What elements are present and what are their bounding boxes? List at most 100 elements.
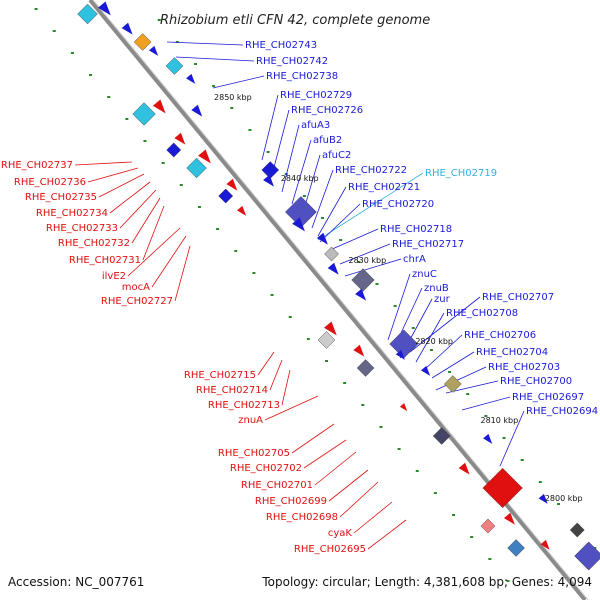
gene-arrow — [355, 288, 367, 301]
left-gene-labels: RHE_CH02737RHE_CH02736RHE_CH02735RHE_CH0… — [1, 160, 366, 555]
tick-dot — [193, 63, 197, 65]
gene-label-right: RHE_CH02703 — [488, 362, 560, 373]
label-connector — [435, 366, 487, 391]
label-connector — [261, 94, 279, 161]
gene-arrow — [149, 45, 159, 56]
gene-feature — [432, 427, 451, 445]
tick-dot — [288, 316, 292, 318]
gene-label-right: RHE_CH02706 — [464, 330, 536, 341]
label-connector — [109, 181, 151, 214]
gene-label-right: RHE_CH02707 — [482, 292, 554, 303]
gene-arrow — [198, 149, 211, 164]
gene-label-left: RHE_CH02737 — [1, 160, 73, 171]
tick-dot — [448, 371, 452, 373]
label-connector — [175, 56, 255, 62]
label-connector — [142, 205, 165, 261]
tick-dot — [216, 228, 220, 230]
gene-label-left: RHE_CH02736 — [14, 177, 86, 188]
gene-label-left: RHE_CH02699 — [255, 496, 327, 507]
gene-label-right: RHE_CH02719 — [425, 168, 497, 179]
gene-label-left: RHE_CH02735 — [25, 192, 97, 203]
label-connector — [131, 197, 161, 244]
gene-label-left: RHE_CH02701 — [241, 480, 313, 491]
gene-label-right: RHE_CH02708 — [446, 308, 518, 319]
label-connector — [317, 186, 347, 237]
gene-label-left: RHE_CH02705 — [218, 448, 290, 459]
label-connector — [314, 451, 357, 486]
tick-dot — [339, 239, 343, 241]
tick-dot — [143, 140, 147, 142]
gene-arrow — [540, 539, 550, 550]
gene-label-right: RHE_CH02720 — [362, 199, 434, 210]
gene-label-left: RHE_CH02698 — [266, 512, 338, 523]
gene-feature — [569, 522, 585, 538]
label-connector — [151, 235, 187, 288]
label-connector — [271, 109, 290, 176]
tick-dot — [397, 448, 401, 450]
accession-label: Accession: NC_007761 — [8, 575, 144, 589]
label-connector — [387, 273, 411, 341]
label-connector — [291, 423, 335, 454]
gene-arrow — [399, 403, 408, 412]
gene-feature — [317, 331, 336, 349]
gene-label-right: RHE_CH02718 — [380, 224, 452, 235]
gene-label-left: RHE_CH02715 — [184, 370, 256, 381]
gene-label-right: afuB2 — [313, 135, 342, 146]
gene-arrow — [237, 205, 247, 216]
gene-arrow — [263, 174, 275, 187]
label-connector — [339, 481, 379, 518]
tick-dot — [34, 8, 38, 10]
label-connector — [445, 380, 499, 394]
kbp-marker: 2800 kbp — [545, 494, 583, 503]
tick-dot — [157, 19, 161, 21]
tick-dot — [433, 492, 437, 494]
gene-arrow — [316, 232, 328, 245]
label-connector — [319, 203, 361, 243]
gene-label-left: RHE_CH02727 — [101, 296, 173, 307]
gene-label-right: znuB — [424, 283, 449, 294]
label-connector — [281, 369, 291, 406]
tick-dot — [89, 74, 93, 76]
gene-arrow — [458, 462, 470, 475]
gene-feature — [574, 541, 600, 571]
gene-feature — [77, 3, 98, 25]
gene-feature — [389, 329, 419, 359]
gene-arrow — [395, 349, 405, 360]
label-connectors — [74, 41, 525, 550]
tick-dot — [107, 96, 111, 98]
tick-dot — [197, 206, 201, 208]
gene-label-right: afuC2 — [322, 150, 351, 161]
gene-label-right: RHE_CH02704 — [476, 347, 548, 358]
tick-dot — [379, 426, 383, 428]
gene-arrow — [121, 22, 133, 35]
tick-dot — [248, 129, 252, 131]
label-connector — [269, 359, 283, 391]
label-connector — [174, 245, 191, 302]
tick-dot — [270, 294, 274, 296]
gene-label-left: RHE_CH02732 — [58, 238, 130, 249]
label-connector — [415, 312, 445, 363]
gene-feature — [480, 518, 496, 534]
label-connector — [367, 519, 407, 550]
gene-label-left: RHE_CH02733 — [46, 223, 118, 234]
gene-label-right: RHE_CH02697 — [512, 392, 584, 403]
tick-dot — [375, 283, 379, 285]
gene-label-right: zur — [434, 294, 451, 305]
gene-label-right: RHE_CH02700 — [500, 376, 572, 387]
gene-arrow — [292, 217, 305, 232]
tick-dot — [306, 338, 310, 340]
gene-label-left: RHE_CH02695 — [294, 544, 366, 555]
gene-feature — [165, 57, 184, 75]
gene-label-right: RHE_CH02743 — [245, 40, 317, 51]
tick-dot — [415, 470, 419, 472]
gene-arrow — [538, 493, 548, 504]
gene-feature — [166, 142, 182, 158]
label-connector — [119, 189, 157, 229]
label-connector — [74, 161, 133, 166]
kbp-marker: 2830 kbp — [349, 256, 387, 265]
gene-label-left: RHE_CH02731 — [69, 255, 141, 266]
label-connector — [353, 501, 393, 534]
tick-dot — [125, 118, 129, 120]
tick-dot — [411, 327, 415, 329]
kbp-marker: 2820 kbp — [415, 337, 453, 346]
